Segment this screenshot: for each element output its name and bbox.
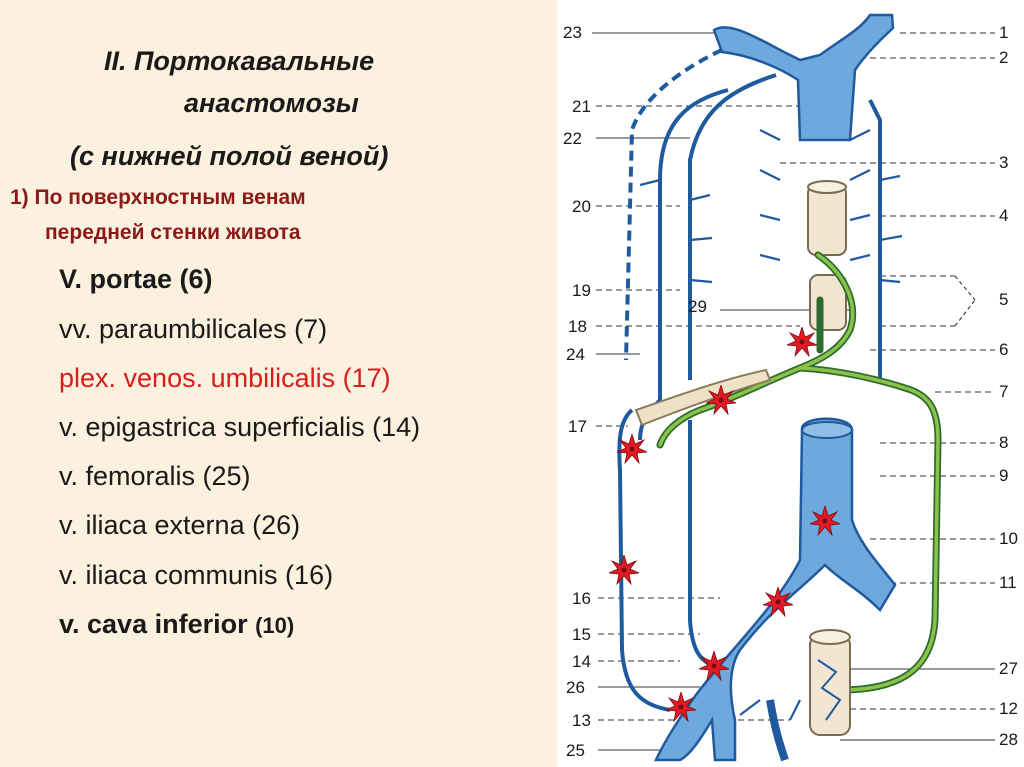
- list-item-epigastrica: v. epigastrica superficialis (14): [59, 412, 421, 442]
- list-item-iliaca-externa: v. iliaca externa (26): [59, 510, 301, 540]
- rectum-top: [809, 629, 851, 645]
- diagram-label: 10: [999, 529, 1018, 548]
- anastomosis-star: [787, 327, 817, 357]
- text-panel: [0, 0, 557, 767]
- diagram-label: 27: [999, 659, 1018, 678]
- diagram-label: 28: [999, 730, 1018, 749]
- diagram-label: 17: [568, 417, 587, 436]
- diagram-label: 19: [572, 281, 591, 300]
- slide-title-line3: (с нижней полой веной): [70, 141, 389, 171]
- diagram-label: 15: [572, 625, 591, 644]
- superior-vena-cava: [712, 13, 895, 142]
- list-item-paraumbilicales: vv. paraumbilicales (7): [59, 314, 328, 344]
- cava-inferior-label: v. cava inferior: [59, 609, 248, 639]
- list-item-femoralis: v. femoralis (25): [59, 461, 251, 491]
- cava-inferior-number: (10): [255, 613, 295, 638]
- diagram-label: 25: [566, 741, 585, 760]
- inferior-vena-cava: [654, 417, 897, 762]
- diagram-label: 6: [999, 340, 1009, 359]
- internal-iliac-vein: [766, 699, 789, 762]
- diagram-label: 2: [999, 48, 1009, 67]
- diagram-label: 24: [566, 345, 585, 364]
- diagram-label: 12: [999, 699, 1018, 718]
- ivc-lumen: [801, 421, 853, 439]
- diagram-label: 21: [572, 97, 591, 116]
- list-item-portae: V. portae (6): [59, 264, 213, 294]
- slide-title-line2: анастомозы: [184, 88, 359, 118]
- list-item-cava-inferior: v. cava inferior (10): [59, 609, 294, 640]
- diagram-label: 14: [572, 652, 591, 671]
- anastomosis-star: [609, 555, 639, 585]
- diagram-label: 4: [999, 206, 1009, 225]
- diagram-label: 20: [572, 197, 591, 216]
- diagram-label: 1: [999, 23, 1009, 42]
- diagram-label: 16: [572, 589, 591, 608]
- diagram-label: 13: [572, 711, 591, 730]
- diagram-label: 18: [568, 317, 587, 336]
- diagram-label: 9: [999, 466, 1009, 485]
- diagram-label: 7: [999, 382, 1009, 401]
- rectum: [809, 634, 851, 736]
- esophagus-top: [807, 180, 847, 194]
- portal-system-fill: [658, 253, 940, 692]
- round-ligament: [634, 368, 772, 427]
- diagram-label: 8: [999, 433, 1009, 452]
- diagram-label: 3: [999, 153, 1009, 172]
- diagram-label: 26: [566, 678, 585, 697]
- diagram-label: 11: [999, 573, 1017, 592]
- intercostal-branches: [639, 129, 903, 721]
- list-item-iliaca-communis: v. iliaca communis (16): [59, 560, 334, 590]
- rectal-plexus: [817, 659, 842, 721]
- diagram-label: 23: [563, 23, 582, 42]
- esophagus: [807, 184, 847, 256]
- slide-subtitle-line1: 1) По поверхностным венам: [10, 186, 306, 209]
- diagram-label: 22: [563, 129, 582, 148]
- slide-subtitle-line2: передней стенки живота: [45, 221, 301, 244]
- slide-title-line1: II. Портокавальные: [104, 46, 375, 76]
- diagram-label: 5: [999, 290, 1009, 309]
- list-item-plexus-umbilicalis: plex. venos. umbilicalis (17): [59, 363, 391, 393]
- diagram-label-center: 29: [688, 297, 707, 316]
- portal-system: [656, 251, 942, 694]
